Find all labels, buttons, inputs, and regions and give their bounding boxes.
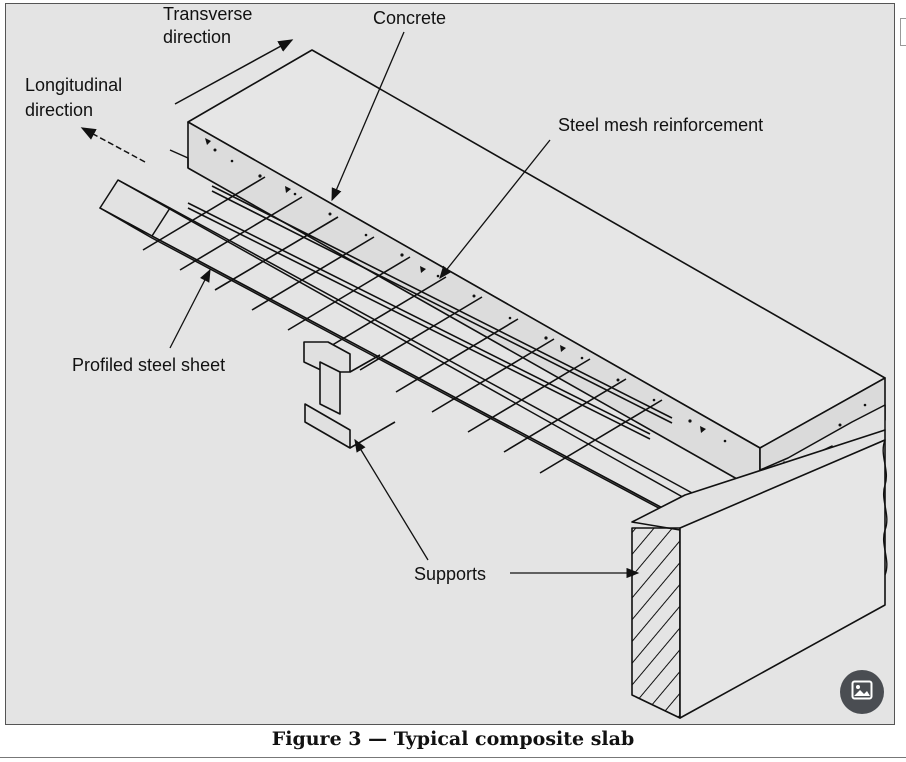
longitudinal-label-line2: direction <box>25 100 93 120</box>
composite-slab-diagram: Transverse direction Longitudinal direct… <box>25 4 888 719</box>
profiled-sheet-label: Profiled steel sheet <box>72 355 225 375</box>
beam-web <box>319 361 341 415</box>
side-tab <box>900 18 906 46</box>
beam-bottom-flange <box>304 403 351 449</box>
longitudinal-arrow <box>80 127 146 163</box>
supports-label: Supports <box>414 564 486 584</box>
image-icon <box>851 680 873 705</box>
wall-side-face <box>679 439 886 719</box>
figure-caption: Figure 3 — Typical composite slab <box>271 728 635 750</box>
longitudinal-label-line1: Longitudinal <box>25 75 122 95</box>
wall-support <box>631 429 886 719</box>
steel-mesh-label: Steel mesh reinforcement <box>558 115 763 135</box>
profiled-sheet-leader <box>169 268 211 349</box>
concrete-slab <box>187 49 886 493</box>
supports-leader-beam <box>354 438 429 561</box>
transverse-label-line1: Transverse <box>163 4 252 24</box>
wall-hatched-face <box>631 527 681 719</box>
steel-mesh-leader <box>439 139 551 280</box>
slab-top-face <box>187 49 886 449</box>
transverse-arrow <box>174 39 294 105</box>
concrete-label: Concrete <box>373 8 446 28</box>
transverse-label-line2: direction <box>163 27 231 47</box>
bottom-divider <box>0 757 906 758</box>
steel-mesh-reinforcement <box>142 176 673 474</box>
wall-break-line <box>882 439 888 576</box>
leader-lines <box>169 31 640 579</box>
concrete-leader <box>331 31 405 202</box>
steel-i-beam <box>303 341 396 449</box>
image-view-button[interactable] <box>840 670 884 714</box>
